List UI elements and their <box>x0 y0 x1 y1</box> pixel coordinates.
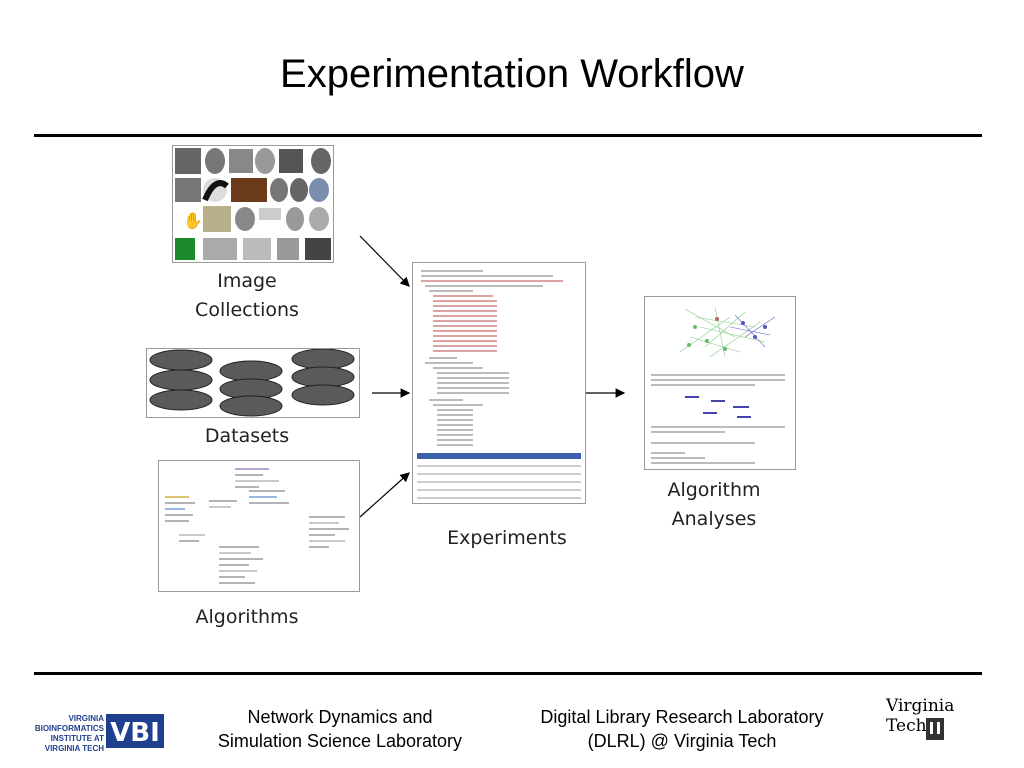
footer-left-lab: Network Dynamics and Simulation Science … <box>217 707 463 751</box>
network-visualization-image <box>651 306 785 464</box>
vbi-logo-text: VIRGINIA BIOINFORMATICS INSTITUTE AT VIR… <box>34 714 104 753</box>
virginia-tech-logo-text: Virginia Tech <box>886 696 955 736</box>
slide-title: Experimentation Workflow <box>280 52 744 96</box>
virginia-tech-logo: Virginia Tech <box>886 696 994 746</box>
algorithms-label: Algorithms <box>195 606 299 628</box>
fingerprint-grid-image: ✋ <box>173 146 333 262</box>
svg-text:VBI: VBI <box>110 718 160 748</box>
experiments-label: Experiments <box>447 527 567 549</box>
algorithms-thumbnail <box>158 460 360 592</box>
image-collections-thumbnail: ✋ <box>172 145 334 263</box>
algorithm-analyses-label: Algorithm Analyses <box>667 479 761 530</box>
arrow-algorithms-to-experiments <box>359 472 410 518</box>
database-disks-image <box>149 349 355 417</box>
top-divider <box>34 134 982 137</box>
experiments-thumbnail <box>412 262 586 504</box>
svg-text:✋: ✋ <box>183 211 203 230</box>
vbi-logo: VBI VIRGINIA BIOINFORMATICS INSTITUTE AT… <box>22 712 164 753</box>
image-collections-label: Image Collections <box>195 270 299 321</box>
bottom-divider <box>34 672 982 675</box>
datasets-thumbnail <box>146 348 360 418</box>
vt-tower-icon <box>926 718 944 740</box>
algorithm-code-image <box>165 468 349 584</box>
datasets-label: Datasets <box>204 425 290 447</box>
algorithm-analyses-thumbnail <box>644 296 796 470</box>
experiment-config-image <box>417 270 581 499</box>
footer-right-lab: Digital Library Research Laboratory (DLR… <box>540 707 824 751</box>
vbi-logo-image: VBI <box>106 714 164 748</box>
arrow-images-to-experiments <box>359 235 410 287</box>
